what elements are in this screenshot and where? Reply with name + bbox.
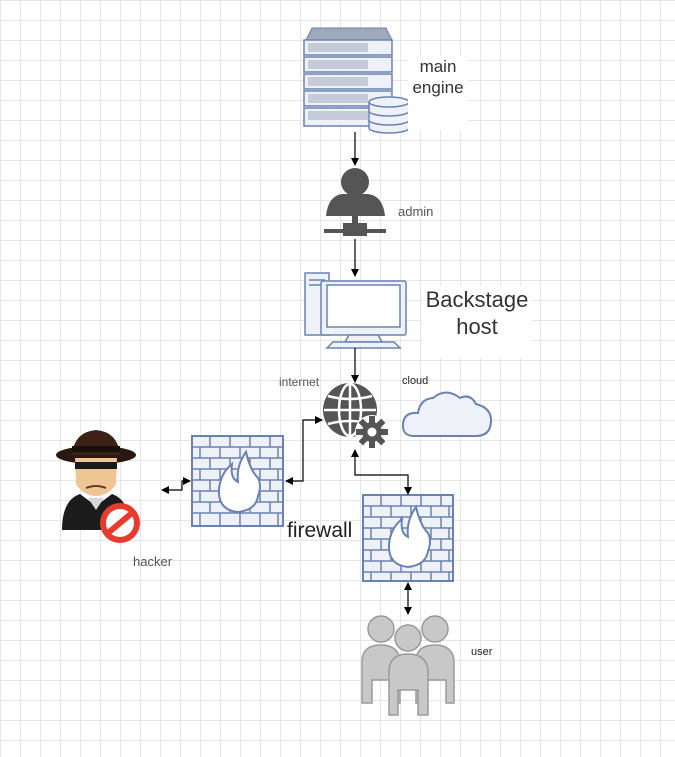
cloud-label: cloud xyxy=(402,375,429,387)
main-engine-label-line1: main xyxy=(419,57,457,76)
firewall-left-icon xyxy=(191,435,284,527)
hacker-icon xyxy=(56,430,136,530)
firewall-right-icon xyxy=(362,494,454,582)
connector-firewall-left-hacker xyxy=(161,477,191,494)
computer-icon xyxy=(304,272,407,349)
admin-user-icon xyxy=(324,168,386,236)
database-icon xyxy=(368,96,410,134)
backstage-host-label-line2: host xyxy=(456,314,498,339)
backstage-host-label: Backstage host xyxy=(422,286,532,358)
main-engine-label: main engine xyxy=(408,56,468,130)
main-engine-label-line2: engine xyxy=(412,78,464,97)
connector-internet-firewall-left xyxy=(285,416,323,485)
admin-label: admin xyxy=(398,204,434,219)
backstage-host-label-line1: Backstage xyxy=(425,287,529,312)
internet-label: internet xyxy=(279,375,320,389)
user-label: user xyxy=(471,646,493,658)
user-group-icon xyxy=(361,615,455,716)
hacker-label: hacker xyxy=(133,554,173,569)
cloud-icon xyxy=(401,391,493,437)
block-icon xyxy=(100,503,140,543)
connector-internet-firewall-right xyxy=(351,449,412,495)
firewall-label: firewall xyxy=(287,519,353,542)
gear-icon xyxy=(355,415,389,449)
